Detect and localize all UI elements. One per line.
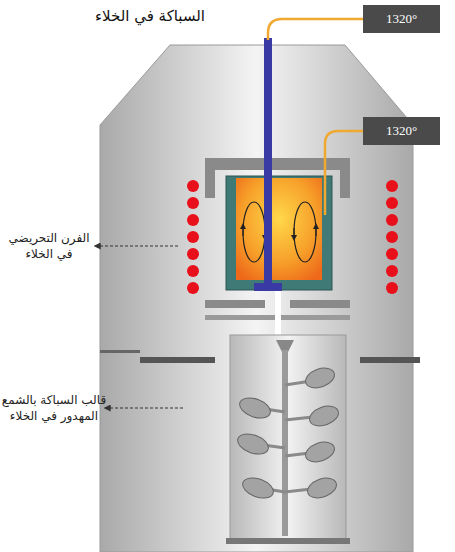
temperature-readout: 1320°	[363, 117, 440, 145]
stopper-plate	[254, 283, 282, 291]
temperature-value: 1320°	[386, 11, 417, 27]
coil-turn	[386, 248, 398, 260]
coil-turn	[187, 197, 199, 209]
coil-turn	[386, 231, 398, 243]
wax-pattern	[237, 394, 273, 422]
mold-base	[226, 538, 350, 544]
runners	[256, 380, 322, 492]
furnace-wall	[340, 158, 350, 198]
coil-turn	[386, 180, 398, 192]
chamber-divider	[140, 357, 215, 363]
chamber-divider	[360, 357, 420, 363]
stirring-loop	[243, 202, 265, 262]
stirring-arrow	[242, 226, 243, 236]
wax-pattern	[303, 364, 337, 391]
stirring-loop	[294, 202, 316, 262]
coil-turn	[187, 214, 199, 226]
furnace-shelf	[205, 300, 265, 308]
stirring-arrow	[293, 228, 294, 238]
wax-pattern	[240, 474, 276, 502]
coil-turn	[187, 231, 199, 243]
pour-channel	[275, 291, 281, 337]
coil-turn	[187, 180, 199, 192]
coil-turn	[386, 265, 398, 277]
leader-line	[110, 408, 185, 409]
thermocouple-wire	[268, 19, 363, 40]
wax-patterns	[235, 364, 341, 502]
coil-turn	[187, 248, 199, 260]
coil-turn	[187, 282, 199, 294]
wax-pattern	[235, 430, 271, 458]
temperature-readout: 1320°	[363, 5, 440, 33]
wax-pattern	[307, 402, 341, 429]
part-label: الفرن التحريضي في الخلاء	[0, 230, 98, 262]
coil-turn	[386, 282, 398, 294]
wax-pattern	[305, 474, 339, 501]
furnace-lid	[205, 158, 350, 170]
furnace-wall	[205, 158, 215, 198]
stirring-arrow	[315, 226, 316, 236]
thermocouple-wire	[325, 131, 363, 215]
diagram-title: السباكة في الخلاء	[40, 6, 260, 26]
wax-pattern	[303, 438, 337, 465]
temperature-value: 1320°	[386, 123, 417, 139]
furnace-shelf	[290, 300, 350, 308]
induction-coil	[187, 180, 398, 294]
chamber-divider	[100, 350, 140, 353]
part-label: قالب السباكة بالشمع المهدور في الخلاء	[0, 392, 108, 424]
sprue	[282, 350, 288, 536]
coil-turn	[386, 197, 398, 209]
crucible	[226, 176, 332, 290]
coil-turn	[187, 265, 199, 277]
stopper-rod	[264, 38, 272, 288]
leader-line	[100, 246, 178, 247]
molten-metal	[236, 178, 322, 280]
coil-turn	[386, 214, 398, 226]
wax-mold	[230, 335, 346, 540]
